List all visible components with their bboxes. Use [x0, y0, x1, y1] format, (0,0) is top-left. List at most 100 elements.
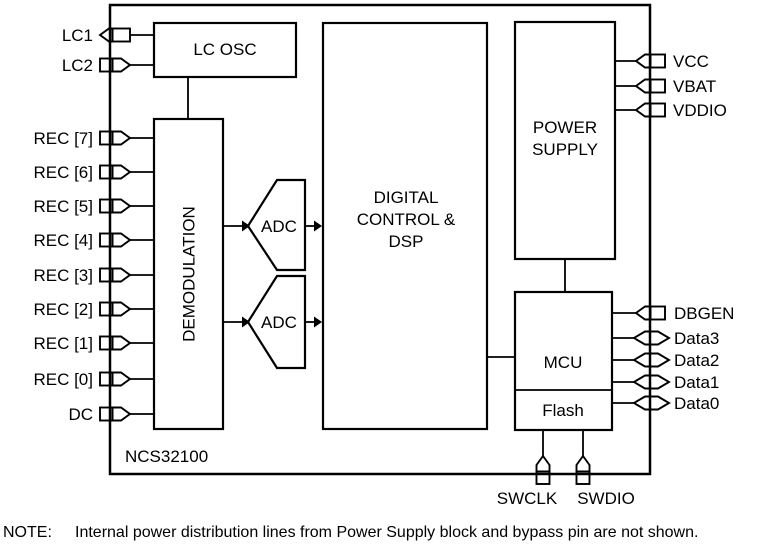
connector-lines [130, 34, 637, 456]
dsp-label-line3: DSP [389, 232, 424, 251]
pin-swclk [535, 454, 551, 485]
pin-lc2-in-arrow-icon [111, 57, 132, 73]
pin-lc1-pad [111, 27, 131, 43]
pin-label-vddio: VDDIO [673, 101, 727, 120]
pin-label-rec1: REC [1] [33, 334, 93, 353]
arrowheads [242, 220, 322, 328]
pin-rec3 [99, 267, 132, 283]
pin-vddio [634, 102, 666, 118]
pin-lc2 [99, 57, 132, 73]
pin-label-vbat: VBAT [673, 77, 716, 96]
pin-vddio-in-arrow-icon [634, 102, 652, 118]
power-supply-label-line1: POWER [533, 118, 597, 137]
pin-vcc [634, 53, 666, 69]
pin-swclk-in-arrow-icon [535, 454, 551, 473]
dsp-label-line1: DIGITAL [374, 188, 439, 207]
pin-rec6-in-arrow-icon [111, 164, 132, 180]
pin-swdio-pad [575, 470, 591, 485]
dsp-block [321, 21, 489, 431]
pin-rec3-in-arrow-icon [111, 267, 132, 283]
pin-rec6 [99, 164, 132, 180]
pin-rec5 [99, 198, 132, 214]
pin-label-rec0: REC [0] [33, 370, 93, 389]
pin-dc-in-arrow-icon [111, 406, 132, 422]
adc-top-label: ADC [261, 217, 297, 236]
pin-label-rec3: REC [3] [33, 266, 93, 285]
pin-label-swclk: SWCLK [497, 489, 558, 508]
pin-label-data1: Data1 [674, 373, 719, 392]
pin-rec5-in-arrow-icon [111, 198, 132, 214]
pin-label-lc2: LC2 [62, 56, 93, 75]
pin-label-rec6: REC [6] [33, 163, 93, 182]
pin-label-lc1: LC1 [62, 26, 93, 45]
power-supply-block [513, 20, 617, 261]
footnote-prefix: NOTE: [3, 524, 52, 541]
pin-data0-bidir-arrow-icon [632, 395, 671, 411]
pin-data1-bidir-arrow-icon [632, 374, 671, 390]
pin-label-dbgen: DBGEN [674, 304, 734, 323]
pin-label-vcc: VCC [673, 52, 709, 71]
chip-name-label: NCS32100 [125, 447, 208, 466]
demodulation-label: DEMODULATION [180, 206, 199, 342]
pin-label-rec4: REC [4] [33, 231, 93, 250]
pin-label-rec5: REC [5] [33, 197, 93, 216]
pin-rec4 [99, 232, 132, 248]
arrowhead-demod-adc1 [242, 220, 250, 232]
right-pins [632, 53, 671, 411]
pin-swclk-pad [535, 470, 551, 485]
adc-top-block [246, 178, 307, 272]
pin-rec4-in-arrow-icon [111, 232, 132, 248]
adc-bottom-label: ADC [261, 313, 297, 332]
pin-dbgen-pad [649, 305, 666, 321]
pin-label-data0: Data0 [674, 394, 719, 413]
arrowhead-adc2-dsp [314, 316, 322, 328]
mcu-label: MCU [544, 353, 583, 372]
pin-rec2-in-arrow-icon [111, 301, 132, 317]
left-pins [98, 27, 132, 422]
pin-data3-bidir-arrow-icon [632, 330, 671, 346]
bottom-pins [535, 454, 591, 485]
pin-label-data2: Data2 [674, 351, 719, 370]
pin-rec1 [99, 335, 132, 351]
pin-label-data3: Data3 [674, 329, 719, 348]
pin-swdio-in-arrow-icon [575, 454, 591, 473]
pin-rec2 [99, 301, 132, 317]
pin-dbgen-in-arrow-icon [634, 305, 652, 321]
pin-label-swdio: SWDIO [577, 489, 635, 508]
demodulation-block [152, 117, 225, 431]
pin-vbat [634, 78, 666, 94]
power-supply-label-line2: SUPPLY [532, 140, 598, 159]
pin-data2-bidir-arrow-icon [632, 352, 671, 368]
pin-lc1 [98, 27, 131, 43]
blocks: LC OSC DEMODULATION ADC ADC DIGITAL CONT… [152, 20, 617, 432]
adc-bottom-block [246, 274, 307, 370]
pin-rec7 [99, 130, 132, 146]
mcu-block [513, 290, 614, 432]
pin-dc [99, 406, 132, 422]
pin-swdio [575, 454, 591, 485]
pin-rec7-in-arrow-icon [111, 130, 132, 146]
pin-vbat-pad [649, 78, 666, 94]
pin-vbat-in-arrow-icon [634, 78, 652, 94]
pin-dbgen [634, 305, 666, 321]
pin-label-dc: DC [68, 405, 93, 424]
pin-label-rec2: REC [2] [33, 300, 93, 319]
footnote-text: Internal power distribution lines from P… [75, 524, 698, 541]
pin-label-rec7: REC [7] [33, 129, 93, 148]
lc-osc-block [152, 21, 298, 79]
dsp-label-line2: CONTROL & [357, 210, 456, 229]
footnote: NOTE: Internal power distribution lines … [3, 524, 698, 541]
pin-vcc-pad [649, 53, 666, 69]
lc-osc-label: LC OSC [193, 40, 256, 59]
arrowhead-demod-adc2 [242, 316, 250, 328]
arrowhead-adc1-dsp [314, 220, 322, 232]
pin-rec0-in-arrow-icon [111, 371, 132, 387]
chip-boundary [108, 3, 652, 476]
pin-vcc-in-arrow-icon [634, 53, 652, 69]
pin-rec1-in-arrow-icon [111, 335, 132, 351]
pin-rec0 [99, 371, 132, 387]
pin-vddio-pad [649, 102, 666, 118]
flash-label: Flash [542, 401, 584, 420]
